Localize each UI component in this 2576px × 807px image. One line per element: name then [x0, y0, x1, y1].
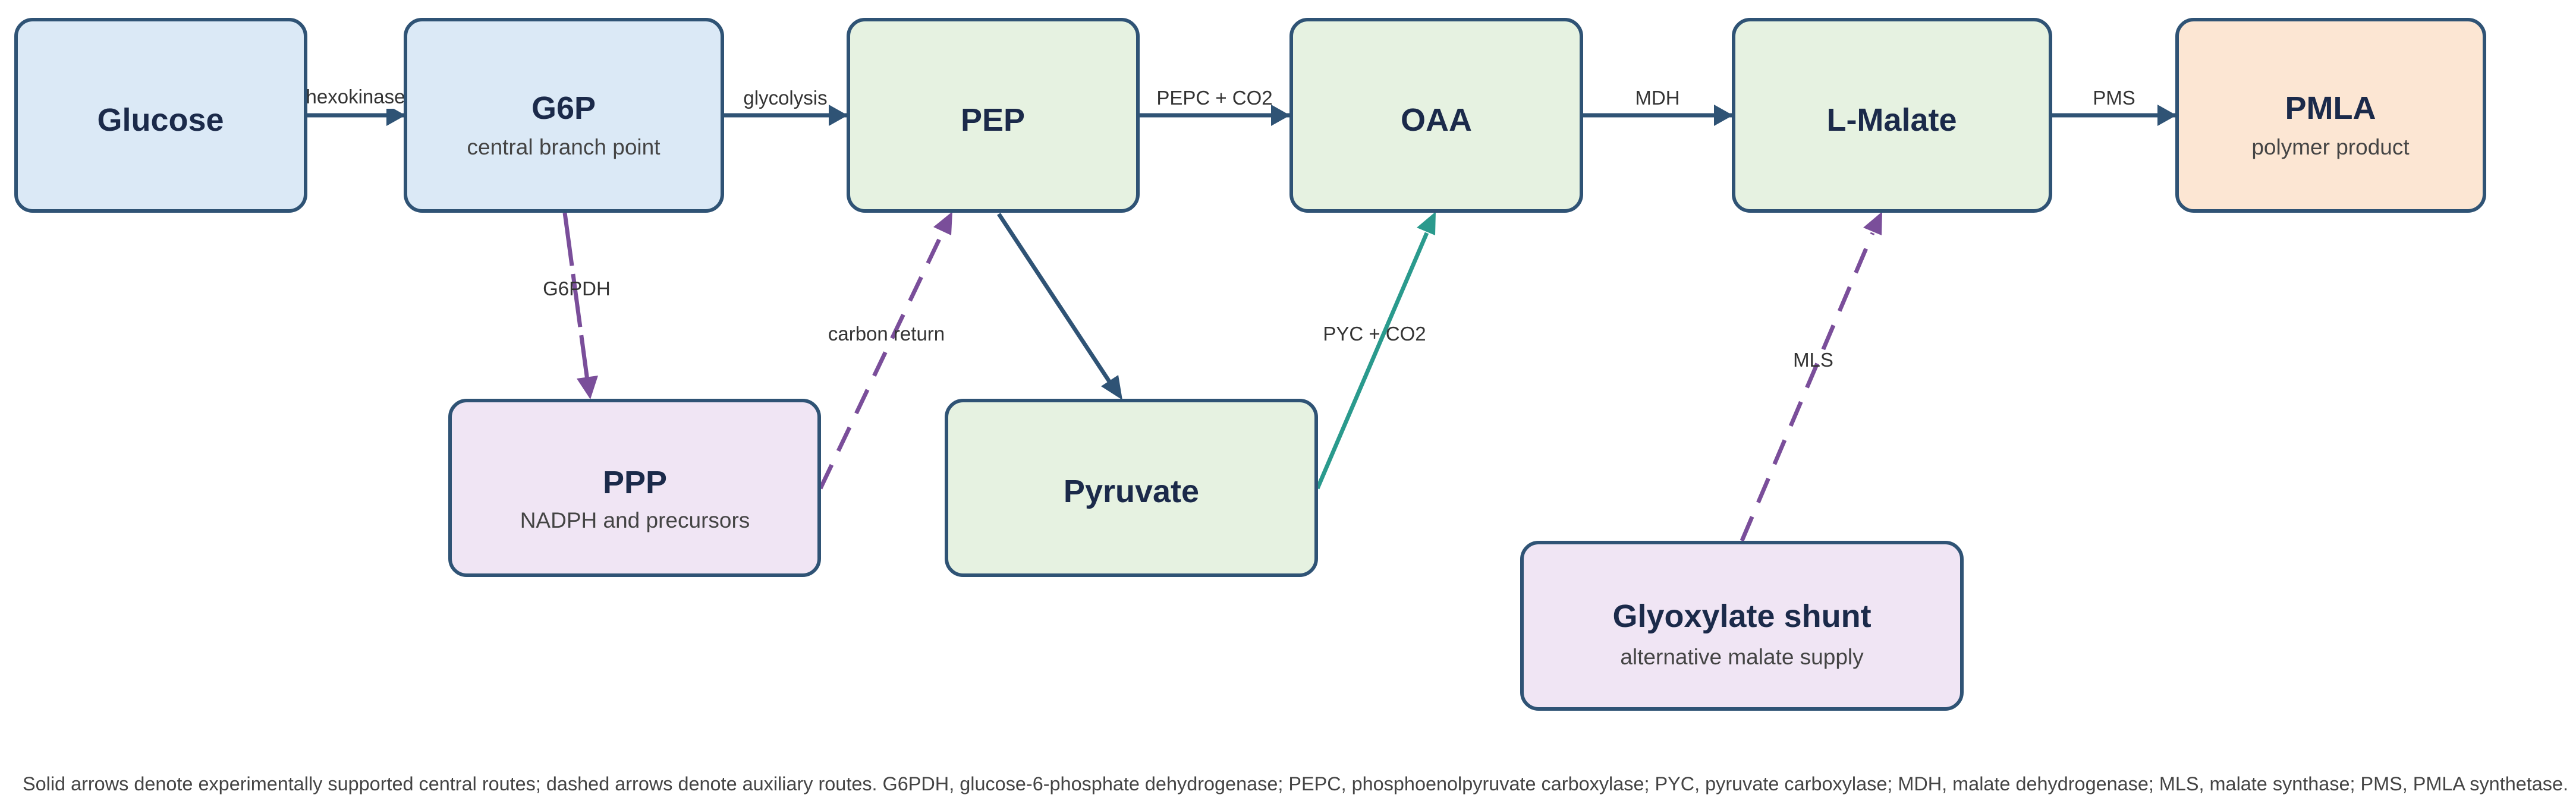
- figure-caption: Solid arrows denote experimentally suppo…: [23, 773, 2568, 795]
- edge-hexokinase-label: hexokinase: [306, 86, 405, 108]
- node-glyoxylate-title: Glyoxylate shunt: [1612, 598, 1871, 634]
- node-pep-title: PEP: [961, 102, 1025, 138]
- edge-mls-arrowhead: [1863, 212, 1882, 235]
- edge-pyc: [1315, 232, 1429, 490]
- edge-pepc-label: PEPC + CO2: [1156, 87, 1272, 109]
- edge-pep-pyruvate-arrowhead: [1101, 375, 1122, 400]
- node-pmla-title: PMLA: [2285, 90, 2376, 126]
- edge-mls-label: MLS: [1793, 349, 1833, 371]
- node-pmla-subtitle: polymer product: [2251, 135, 2410, 159]
- edge-carbon-return: [818, 232, 945, 490]
- node-oaa: OAA: [1289, 18, 1583, 213]
- edge-glycolysis-label: glycolysis: [743, 87, 827, 109]
- edges-layer: hexokinase glycolysis PEPC + CO2 MDH PMS…: [297, 85, 2176, 542]
- node-lmalate: L-Malate: [1732, 18, 2052, 213]
- edge-carbon-return-label: carbon return: [828, 323, 945, 345]
- node-ppp-title: PPP: [603, 465, 667, 500]
- edge-g6pdh: [562, 212, 590, 381]
- edge-mdh-arrowhead: [1714, 105, 1733, 126]
- node-pmla: PMLA polymer product: [2175, 18, 2486, 213]
- node-lmalate-title: L-Malate: [1826, 102, 1957, 138]
- node-g6p: G6P central branch point: [404, 18, 724, 213]
- edge-pep-pyruvate: [997, 213, 1111, 383]
- edge-hexokinase-arrowhead: [386, 105, 405, 126]
- edge-pms-arrowhead: [2157, 105, 2176, 126]
- edge-pyc-arrowhead: [1417, 212, 1436, 235]
- node-pyruvate-title: Pyruvate: [1064, 474, 1199, 509]
- node-g6p-subtitle: central branch point: [467, 135, 661, 159]
- node-g6p-title: G6P: [531, 90, 596, 126]
- node-glyoxylate: Glyoxylate shunt alternative malate supp…: [1520, 541, 1964, 711]
- edge-pms-label: PMS: [2093, 87, 2135, 109]
- edge-mdh-label: MDH: [1635, 87, 1679, 109]
- edge-mls: [1740, 232, 1875, 542]
- node-pyruvate: Pyruvate: [945, 399, 1318, 577]
- edge-glycolysis-arrowhead: [829, 105, 848, 126]
- edge-g6pdh-arrowhead: [577, 376, 598, 399]
- edge-hexokinase-label-bg: [297, 85, 414, 109]
- node-pep: PEP: [847, 18, 1140, 213]
- node-oaa-title: OAA: [1401, 102, 1472, 138]
- node-ppp: PPP NADPH and precursors: [448, 399, 821, 577]
- node-glyoxylate-subtitle: alternative malate supply: [1620, 645, 1864, 669]
- nodes-layer: Glucose G6P central branch point PEP OAA…: [14, 18, 2486, 711]
- edge-g6pdh-label: G6PDH: [543, 278, 611, 300]
- node-ppp-subtitle: NADPH and precursors: [520, 508, 750, 532]
- edge-carbon-return-arrowhead: [933, 212, 952, 235]
- edge-pepc-arrowhead: [1271, 105, 1290, 126]
- node-glucose: Glucose: [14, 18, 307, 213]
- edge-pyc-label: PYC + CO2: [1323, 323, 1426, 345]
- node-glucose-title: Glucose: [97, 102, 224, 138]
